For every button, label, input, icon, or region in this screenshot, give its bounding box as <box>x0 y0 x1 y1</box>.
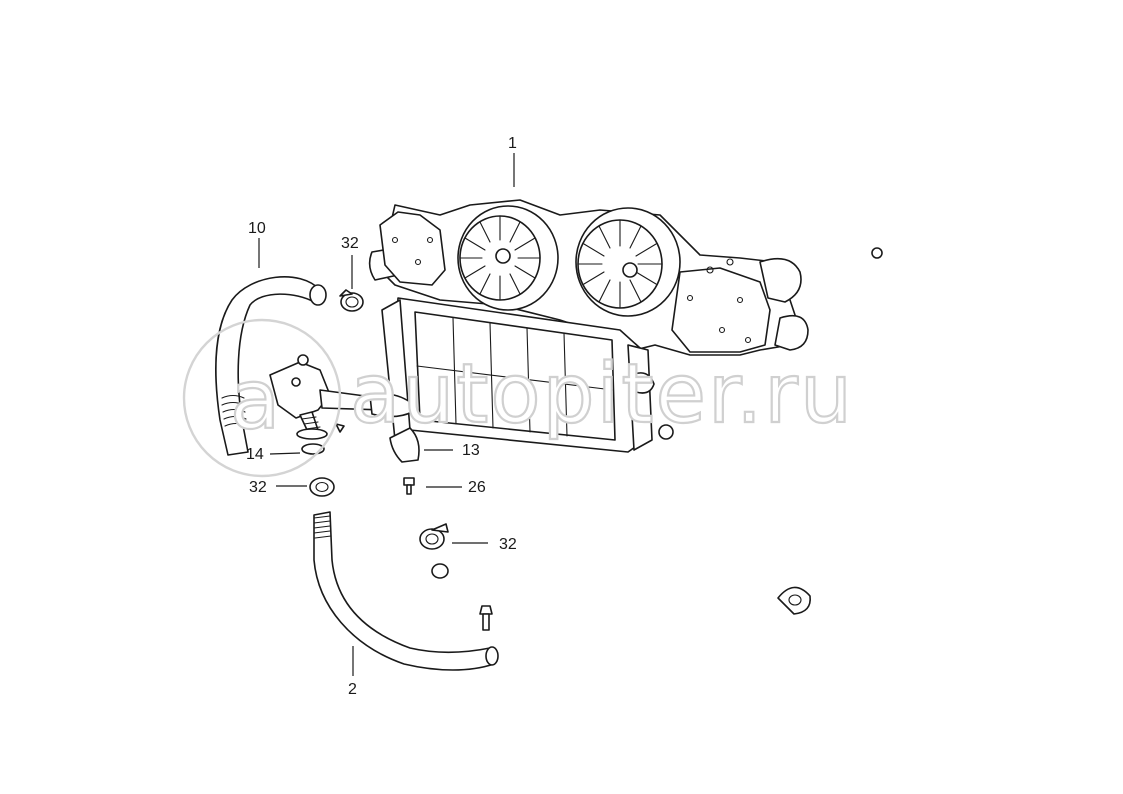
clamp-14 <box>296 428 328 455</box>
callout-13: 13 <box>462 442 480 459</box>
watermark: a autopiter.ru <box>182 318 854 478</box>
heater-core-radiator <box>381 247 883 453</box>
blower-fan-right <box>575 207 681 317</box>
callout-1: 1 <box>508 135 517 152</box>
clamp-32-lower <box>419 523 449 550</box>
callout-2: 2 <box>348 681 357 698</box>
callout-32-left: 32 <box>249 479 267 496</box>
watermark-logo-ring <box>182 318 342 478</box>
screw-26 <box>403 477 415 495</box>
callout-10: 10 <box>248 220 266 237</box>
callout-32-lower: 32 <box>499 536 517 553</box>
callouts: 1 10 32 14 32 13 26 32 2 <box>246 135 517 698</box>
watermark-text: autopiter.ru <box>350 347 854 442</box>
clamp-32-small <box>431 563 449 579</box>
callout-14: 14 <box>246 446 264 463</box>
hose-2 <box>313 511 499 671</box>
heater-unit-assembly <box>368 199 809 356</box>
hose-clip-right <box>777 586 811 615</box>
blower-fan-left <box>457 205 559 311</box>
callout-32-top: 32 <box>341 235 359 252</box>
watermark-logo-letter: a <box>230 353 282 448</box>
bolt <box>479 605 493 631</box>
clamp-32-top <box>339 289 364 312</box>
cover-13 <box>389 427 420 463</box>
callout-26: 26 <box>468 479 486 496</box>
clamp-32-left <box>309 477 335 497</box>
water-valve-assembly <box>269 354 413 433</box>
